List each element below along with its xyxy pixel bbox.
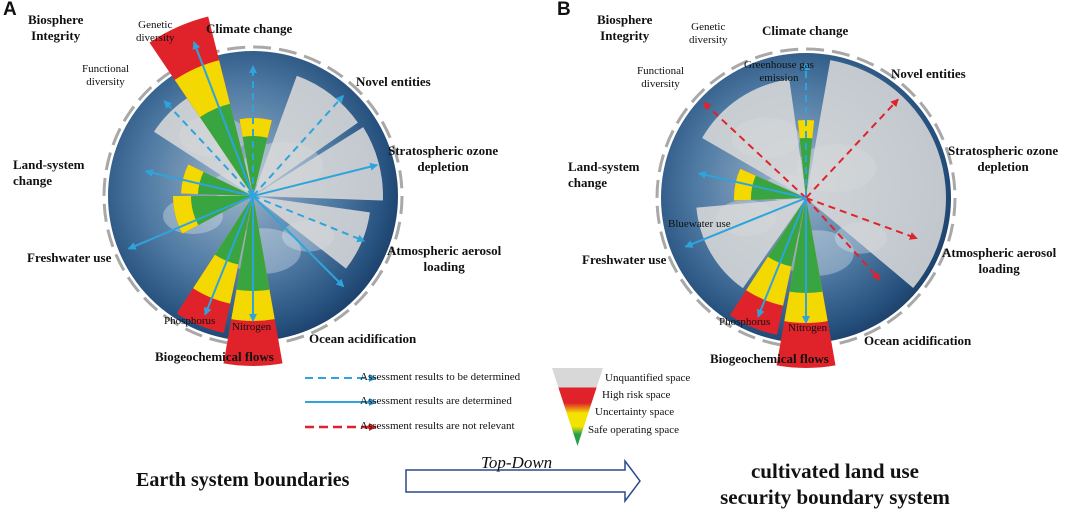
globe-b-arrow-aerosol	[805, 197, 918, 240]
globe-a-boundary-dashed-ring	[102, 45, 404, 347]
label-b-ozone-depletion: Stratospheric ozone depletion	[948, 143, 1059, 174]
label-a-biogeochemical-flows: Biogeochemical flows	[155, 349, 274, 364]
label-a-aerosol-loading: Atmospheric aerosol loading	[387, 243, 502, 274]
label-b-functional-diversity: Functional diversity	[637, 65, 685, 90]
legend-label-not-relevant: Assessment results are not relevant	[360, 420, 515, 432]
label-a-land-system-change: Land-system change	[13, 157, 85, 188]
globe-b-landsystem-segment	[733, 168, 806, 201]
globe-a-landsystem-segment-safe	[198, 171, 253, 196]
panel-letter-a: A	[3, 0, 17, 20]
label-a-phosphorus: Phosphorus	[164, 315, 216, 327]
globe-a-arrow-genetic	[192, 41, 254, 197]
top-down-label: Top-Down	[481, 453, 553, 472]
globe-b-arrow-phosphorus	[757, 197, 807, 318]
label-a-biosphere-integrity: Biosphere Integrity	[28, 12, 84, 43]
label-b-genetic-diversity: Genetic diversity	[689, 21, 728, 46]
label-b-aerosol-loading: Atmospheric aerosol loading	[942, 245, 1057, 276]
globe-a-arrow-aerosol	[252, 195, 366, 243]
globe-b-arrow-landsystem	[697, 170, 807, 199]
cultivated-land-title-line-1: cultivated land use	[750, 459, 920, 483]
label-b-novel-entities: Novel entities	[891, 66, 966, 81]
cultivated-land-title: cultivated land use security boundary sy…	[695, 458, 975, 510]
label-a-functional-diversity: Functional diversity	[82, 63, 130, 88]
globe-b-arrow-ocean	[805, 197, 881, 281]
label-a-freshwater-use: Freshwater use	[27, 250, 112, 265]
globe-a-arrow-landsystem	[144, 168, 254, 197]
globe-a-landsystem-segment	[181, 164, 253, 196]
legend-label-to-be-determined: Assessment results to be determined	[360, 371, 521, 383]
legend-label-determined: Assessment results are determined	[360, 395, 512, 407]
globe-a-arrow-functional	[163, 100, 254, 197]
label-b-phosphorus: Phosphorus	[719, 316, 771, 328]
globe-a-arrow-freshwater	[127, 195, 254, 250]
globe-a-climate-segment-safe	[242, 136, 268, 196]
label-b-climate-change: Climate change	[762, 23, 849, 38]
globe-a-ozone-segment	[253, 127, 383, 201]
globe-b-right-segment	[806, 60, 946, 288]
globe-a-arrow-ozone	[252, 162, 379, 197]
top-down-arrow-icon	[405, 458, 641, 504]
label-a-ocean-acidification: Ocean acidification	[309, 331, 417, 346]
globe-a-arrow-ocean	[252, 195, 345, 288]
label-a-genetic-diversity: Genetic diversity	[136, 19, 175, 44]
earth-system-boundaries-title: Earth system boundaries	[136, 469, 350, 491]
globe-a-arrow-novel	[252, 94, 345, 197]
label-b-biosphere-integrity: Biosphere Integrity	[597, 12, 653, 43]
globe-b-biosphere-segment	[702, 79, 806, 198]
legend-label-safe-operating: Safe operating space	[588, 424, 680, 436]
label-b-bluewater-use: Bluewater use	[668, 218, 731, 230]
label-b-freshwater-use: Freshwater use	[582, 252, 667, 267]
label-b-nitrogen: Nitrogen	[788, 322, 828, 334]
globe-b-phosphorus-segment	[729, 198, 806, 335]
globe-a-phosphorus-segment-safe	[214, 196, 253, 265]
legend-label-high-risk: High risk space	[602, 389, 671, 401]
globe-a-genetic-segment	[149, 16, 253, 197]
panel-letter-b: B	[557, 0, 571, 20]
globe-a-aerosol-segment	[253, 196, 370, 269]
label-a-ozone-depletion: Stratospheric ozone depletion	[388, 143, 499, 174]
label-b-land-system-change: Land-system change	[568, 159, 640, 190]
globe-a-functional-segment	[154, 98, 253, 196]
label-b-ocean-acidification: Ocean acidification	[864, 333, 972, 348]
globe-a	[102, 16, 404, 366]
cultivated-land-title-line-2: security boundary system	[720, 485, 950, 509]
globe-b-arrow-freshwater	[684, 197, 807, 248]
globe-a-genetic-segment-safe	[199, 103, 253, 196]
legend-label-unquantified: Unquantified space	[605, 372, 691, 384]
legend-label-uncertainty: Uncertainty space	[595, 406, 675, 418]
label-a-novel-entities: Novel entities	[356, 74, 431, 89]
label-b-biogeochemical-flows: Biogeochemical flows	[710, 351, 829, 366]
globe-b-boundary-dashed-ring	[655, 47, 957, 349]
globe-a-phosphorus-segment	[176, 196, 253, 333]
globe-b	[655, 47, 957, 368]
globe-a-arrow-phosphorus	[204, 195, 254, 316]
globe-a-climate-segment	[239, 118, 272, 196]
label-a-climate-change: Climate change	[206, 21, 293, 36]
globe-b-arrow-novel	[805, 98, 899, 199]
label-b-greenhouse-gas-emission: Greenhouse gas emission	[744, 59, 814, 84]
label-a-nitrogen: Nitrogen	[232, 321, 272, 333]
legend-space-triangle	[552, 368, 603, 446]
globe-b-freshwater-segment	[696, 198, 806, 289]
globe-b-phosphorus-segment-safe	[767, 198, 806, 267]
